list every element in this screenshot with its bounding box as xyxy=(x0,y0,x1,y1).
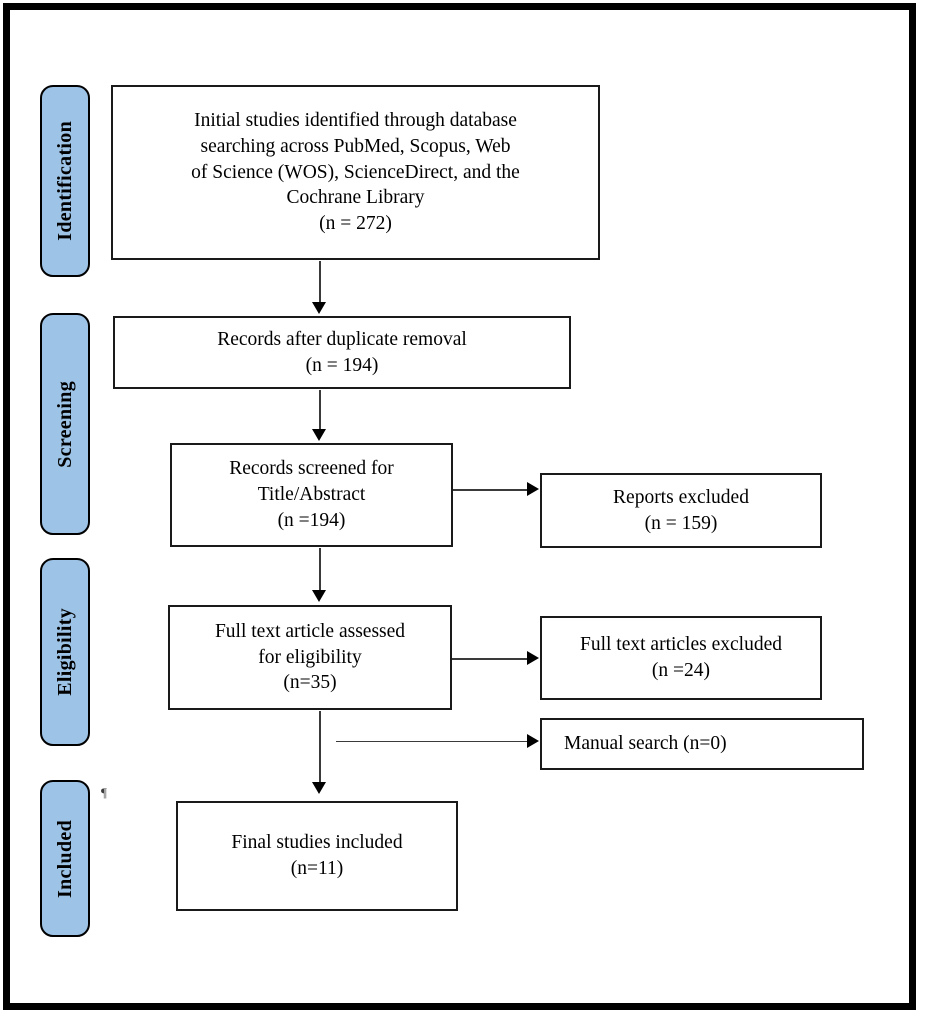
connector-full-text-to-excluded xyxy=(452,658,529,660)
arrowhead-full-text-to-final xyxy=(312,782,326,794)
connector-full-text-to-final xyxy=(319,711,321,783)
stage-pill-included: Included xyxy=(40,780,90,937)
stage-label-included: Included xyxy=(54,819,76,898)
diagram-outer-frame xyxy=(3,3,916,1010)
pilcrow-artifact-icon: ¶ xyxy=(101,785,107,800)
node-full-text-excluded: Full text articles excluded (n =24) xyxy=(540,616,822,700)
node-full-text-assessed: Full text article assessed for eligibili… xyxy=(168,605,452,710)
node-after-duplicate-removal-text: Records after duplicate removal (n = 194… xyxy=(217,328,467,376)
arrowhead-screened-to-reports-excluded xyxy=(527,482,539,496)
stage-label-identification: Identification xyxy=(54,121,76,241)
connector-screened-to-reports-excluded xyxy=(453,489,529,491)
stage-pill-eligibility: Eligibility xyxy=(40,558,90,746)
connector-screened-to-full-text xyxy=(319,548,321,591)
arrowhead-screened-to-full-text xyxy=(312,590,326,602)
arrowhead-branch-to-manual-search xyxy=(527,734,539,748)
node-full-text-assessed-text: Full text article assessed for eligibili… xyxy=(214,620,406,694)
node-records-screened: Records screened for Title/Abstract (n =… xyxy=(170,443,453,547)
node-final-studies-included-text: Final studies included (n=11) xyxy=(231,832,403,879)
stage-pill-identification: Identification xyxy=(40,85,90,277)
node-full-text-excluded-text: Full text articles excluded (n =24) xyxy=(580,634,782,681)
node-identified-records-text: Initial studies identified through datab… xyxy=(191,110,520,235)
node-manual-search: Manual search (n=0) xyxy=(540,718,864,770)
arrowhead-identified-to-duplicates xyxy=(312,302,326,314)
node-after-duplicate-removal: Records after duplicate removal (n = 194… xyxy=(113,316,571,389)
arrowhead-duplicates-to-screened xyxy=(312,429,326,441)
node-records-screened-text: Records screened for Title/Abstract (n =… xyxy=(229,458,394,531)
node-final-studies-included: Final studies included (n=11) xyxy=(176,801,458,911)
arrowhead-full-text-to-excluded xyxy=(527,651,539,665)
stage-label-eligibility: Eligibility xyxy=(54,608,76,696)
connector-duplicates-to-screened xyxy=(319,390,321,430)
connector-branch-to-manual-search xyxy=(336,741,529,742)
connector-identified-to-duplicates xyxy=(319,261,321,304)
node-identified-records: Initial studies identified through datab… xyxy=(111,85,600,260)
node-reports-excluded: Reports excluded (n = 159) xyxy=(540,473,822,548)
node-reports-excluded-text: Reports excluded (n = 159) xyxy=(613,486,749,534)
node-manual-search-text: Manual search (n=0) xyxy=(564,733,727,755)
stage-pill-screening: Screening xyxy=(40,313,90,535)
stage-label-screening: Screening xyxy=(54,380,76,468)
